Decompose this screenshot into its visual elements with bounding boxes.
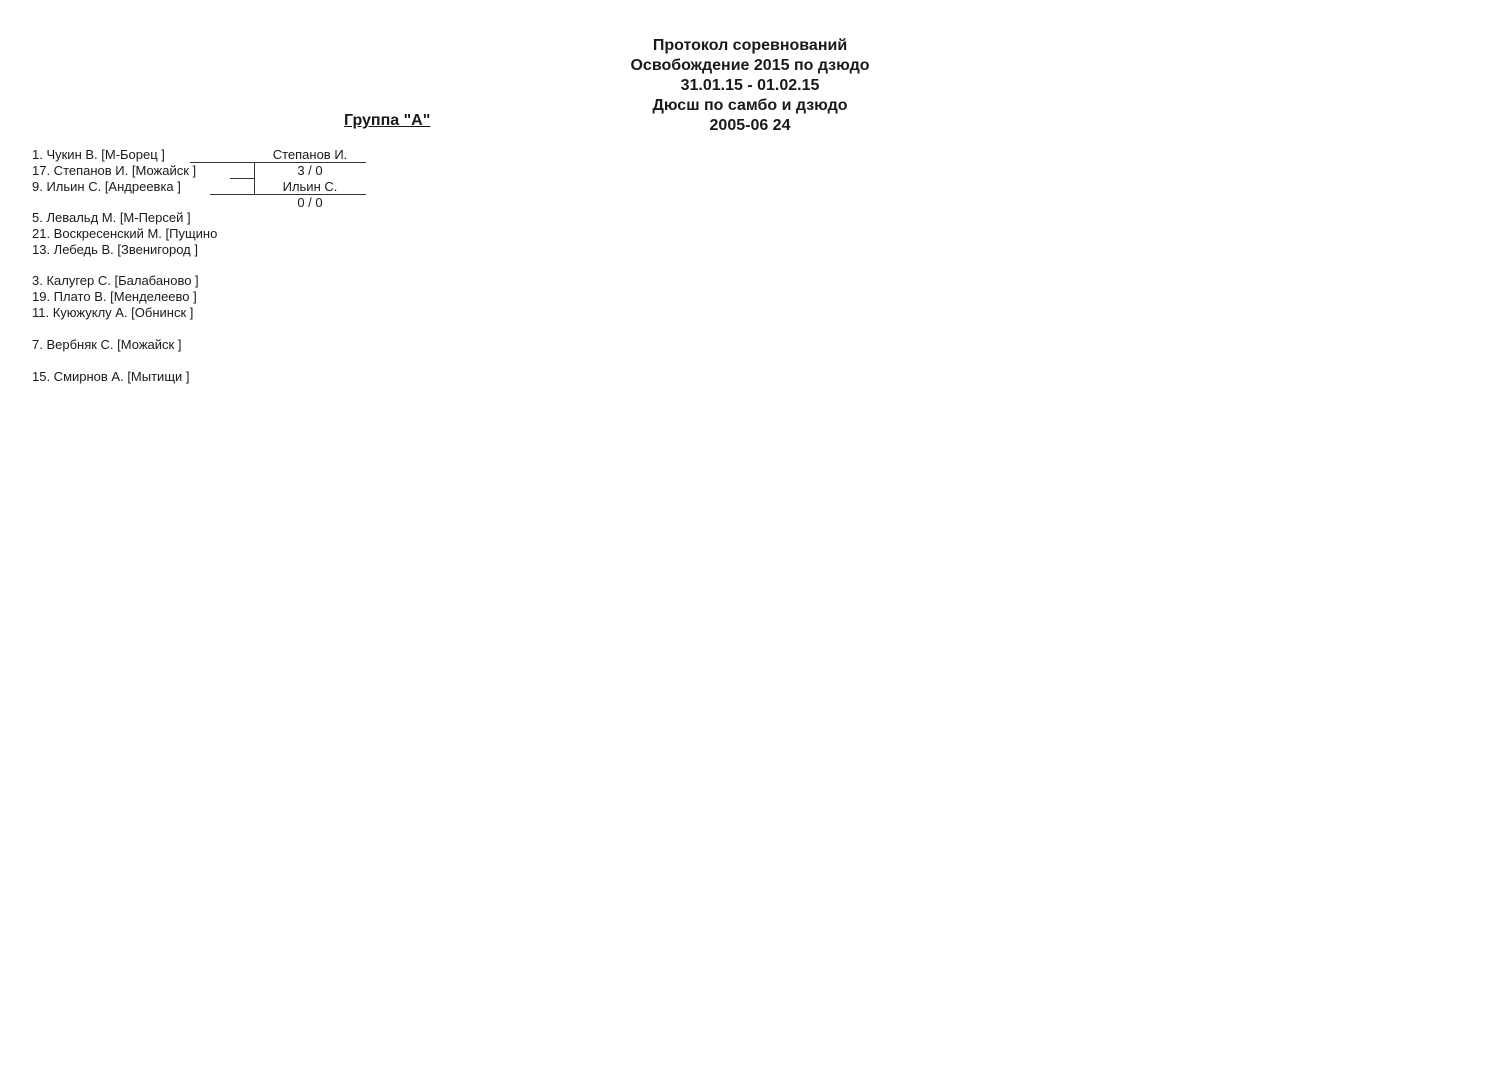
group-a-entrant: 17. Степанов И. [Можайск ]	[32, 163, 197, 178]
header-line-2: Освобождение 2015 по дзюдо	[630, 57, 870, 74]
group-a-entrant: 15. Смирнов А. [Мытищи ]	[32, 369, 190, 384]
group-a-entrant: 19. Плато В. [Менделеево ]	[32, 289, 197, 304]
bracket-second: Ильин С.	[282, 179, 338, 194]
bracket-line	[254, 162, 366, 163]
group-a-entrant: 1. Чукин В. [М-Борец ]	[32, 147, 165, 162]
bracket-score: 3 / 0	[297, 163, 323, 178]
bracket-line	[254, 162, 255, 194]
bracket-line	[190, 162, 254, 163]
header-line-4: Дюсш по самбо и дзюдо	[652, 97, 848, 114]
header-line-3: 31.01.15 - 01.02.15	[680, 77, 820, 94]
protocol-header: Протокол соревнований Освобождение 2015 …	[0, 36, 1500, 136]
group-a-entrant: 5. Левальд М. [М-Персей ]	[32, 210, 191, 225]
group-a-title: Группа "А"	[344, 112, 431, 129]
bracket-winner: Степанов И.	[272, 147, 348, 162]
group-a-entrant: 13. Лебедь В. [Звенигород ]	[32, 242, 198, 257]
group-a-entrant: 3. Калугер С. [Балабаново ]	[32, 273, 199, 288]
bracket-line	[210, 194, 254, 195]
group-a-entrant: 9. Ильин С. [Андреевка ]	[32, 179, 181, 194]
bracket-second-score: 0 / 0	[297, 195, 323, 210]
group-a-entrant: 21. Воскресенский М. [Пущино	[32, 226, 218, 241]
header-line-5: 2005-06 24	[709, 117, 791, 134]
group-a-entrant: 11. Куюжуклу А. [Обнинск ]	[32, 305, 194, 320]
bracket-line	[230, 178, 254, 179]
bracket-line	[254, 194, 366, 195]
header-line-1: Протокол соревнований	[652, 37, 848, 54]
group-a-entrant: 7. Вербняк С. [Можайск ]	[32, 337, 182, 352]
